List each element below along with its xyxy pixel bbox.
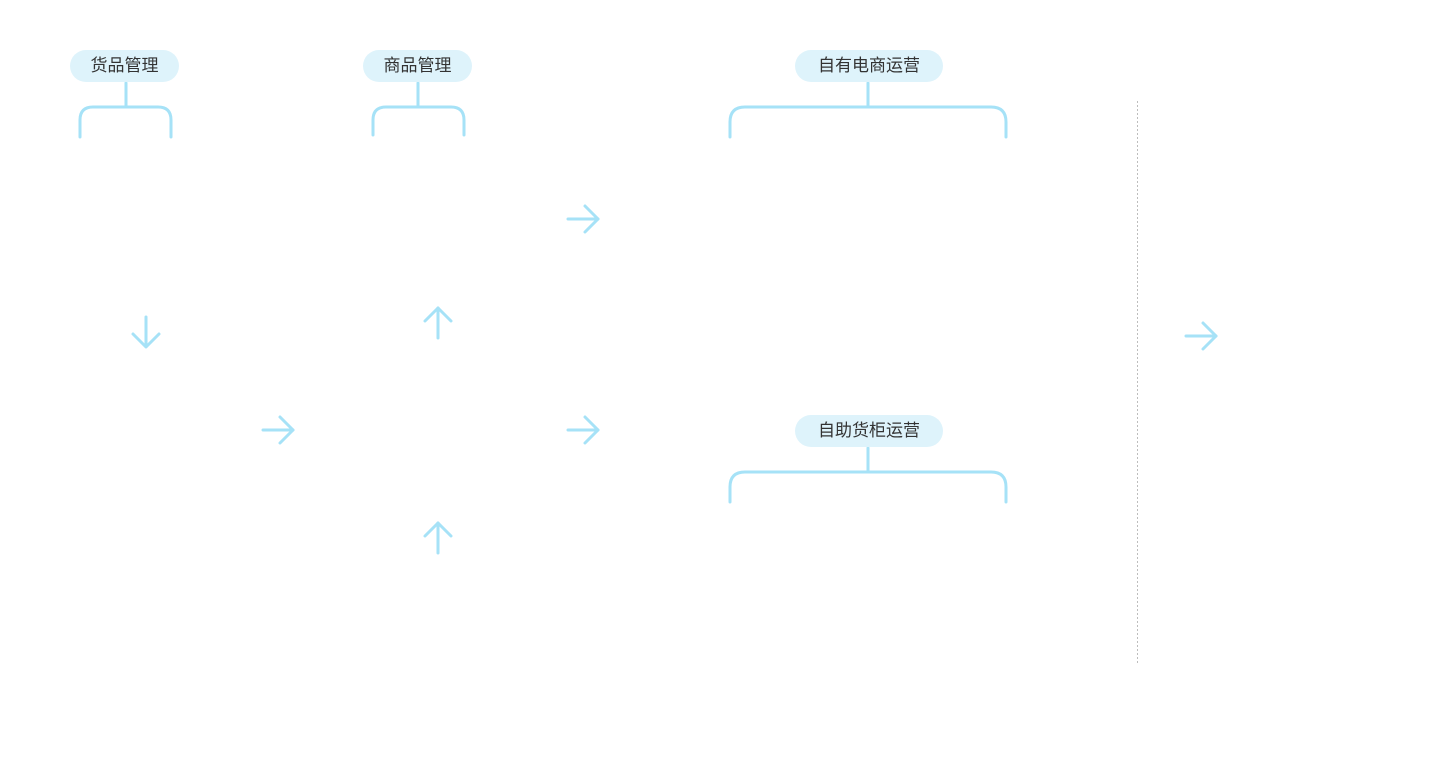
arrow-up-icon xyxy=(423,306,453,340)
arrow-right-icon xyxy=(261,415,295,445)
goods-management-label: 货品管理 xyxy=(70,50,179,82)
self-service-cabinet-ops-label: 自助货柜运营 xyxy=(795,415,943,447)
arrow-right-icon xyxy=(566,204,600,234)
product-management-bracket xyxy=(371,81,466,137)
ecommerce-ops-bracket xyxy=(728,81,1008,139)
product-management-label: 商品管理 xyxy=(363,50,472,82)
own-ecommerce-ops-label: 自有电商运营 xyxy=(795,50,943,82)
arrow-right-icon xyxy=(566,415,600,445)
arrow-up-icon xyxy=(423,521,453,555)
goods-management-bracket xyxy=(78,81,173,139)
arrow-right-icon xyxy=(1184,321,1218,351)
arrow-down-icon xyxy=(131,315,161,349)
vending-ops-bracket xyxy=(728,446,1008,504)
